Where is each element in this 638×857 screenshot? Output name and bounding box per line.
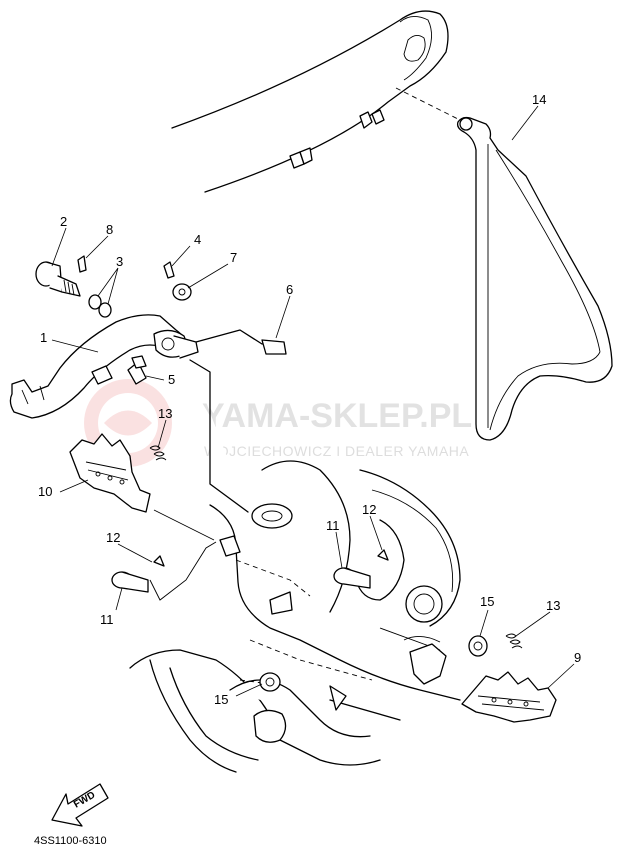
watermark-title: YAMA-SKLEP.PL — [202, 397, 472, 435]
callouts: 2 8 3 4 7 6 1 5 13 10 12 11 11 12 15 13 … — [38, 92, 581, 707]
callout-7[interactable]: 7 — [230, 250, 237, 265]
callout-2[interactable]: 2 — [60, 214, 67, 229]
frame-engine — [129, 460, 461, 773]
pivot-bolt — [35, 261, 81, 297]
spring-13-left — [149, 445, 167, 461]
washer-15-left — [259, 672, 281, 692]
callout-15-right[interactable]: 15 — [480, 594, 494, 609]
brake-pedal — [9, 314, 199, 419]
watermark: YAMA-SKLEP.PL WOJCIECHOWICZ I DEALER YAM… — [84, 379, 472, 467]
bolt-11-left — [111, 571, 149, 593]
footrest-bracket-right — [409, 643, 447, 685]
callout-1[interactable]: 1 — [40, 330, 47, 345]
clevis-6 — [261, 339, 287, 355]
callout-12-left[interactable]: 12 — [106, 530, 120, 545]
footrest-left-guide-b — [153, 509, 215, 541]
callout-9[interactable]: 9 — [574, 650, 581, 665]
footrest-left-guide — [149, 541, 217, 601]
watermark-subtitle: WOJCIECHOWICZ I DEALER YAMAHA — [204, 443, 469, 459]
spring-13-right — [505, 633, 523, 649]
callout-15-left[interactable]: 15 — [214, 692, 228, 707]
pin-12-left — [153, 555, 165, 567]
bolt-11-right — [333, 567, 371, 589]
cotter-pin-8 — [77, 255, 87, 273]
callout-5[interactable]: 5 — [168, 372, 175, 387]
rear-fender — [171, 10, 449, 193]
callout-4[interactable]: 4 — [194, 232, 201, 247]
washer-7 — [172, 283, 192, 301]
callout-8[interactable]: 8 — [106, 222, 113, 237]
side-stand — [456, 116, 613, 441]
spring-bolt-5 — [127, 355, 147, 385]
frame-guide-a — [235, 559, 311, 597]
callout-3[interactable]: 3 — [116, 254, 123, 269]
o-rings — [88, 294, 112, 318]
callout-13-right[interactable]: 13 — [546, 598, 560, 613]
callout-11-right[interactable]: 11 — [326, 518, 340, 533]
callout-10[interactable]: 10 — [38, 484, 52, 499]
washer-15-right — [468, 635, 488, 657]
footrest-left — [69, 433, 151, 513]
diagram-code: 4SS1100-6310 — [34, 835, 107, 847]
footrest-right — [461, 671, 557, 723]
callout-12-right[interactable]: 12 — [362, 502, 376, 517]
callout-14[interactable]: 14 — [532, 92, 546, 107]
pin-12-right — [377, 549, 389, 561]
fender-stand-guide — [395, 87, 461, 121]
callout-11-left[interactable]: 11 — [100, 612, 114, 627]
cotter-pin-4 — [163, 261, 175, 279]
fwd-arrow: FWD — [51, 783, 109, 827]
leader-lines — [51, 105, 575, 697]
frame-guide-b — [249, 639, 373, 681]
callout-6[interactable]: 6 — [286, 282, 293, 297]
callout-13-left[interactable]: 13 — [158, 406, 172, 421]
